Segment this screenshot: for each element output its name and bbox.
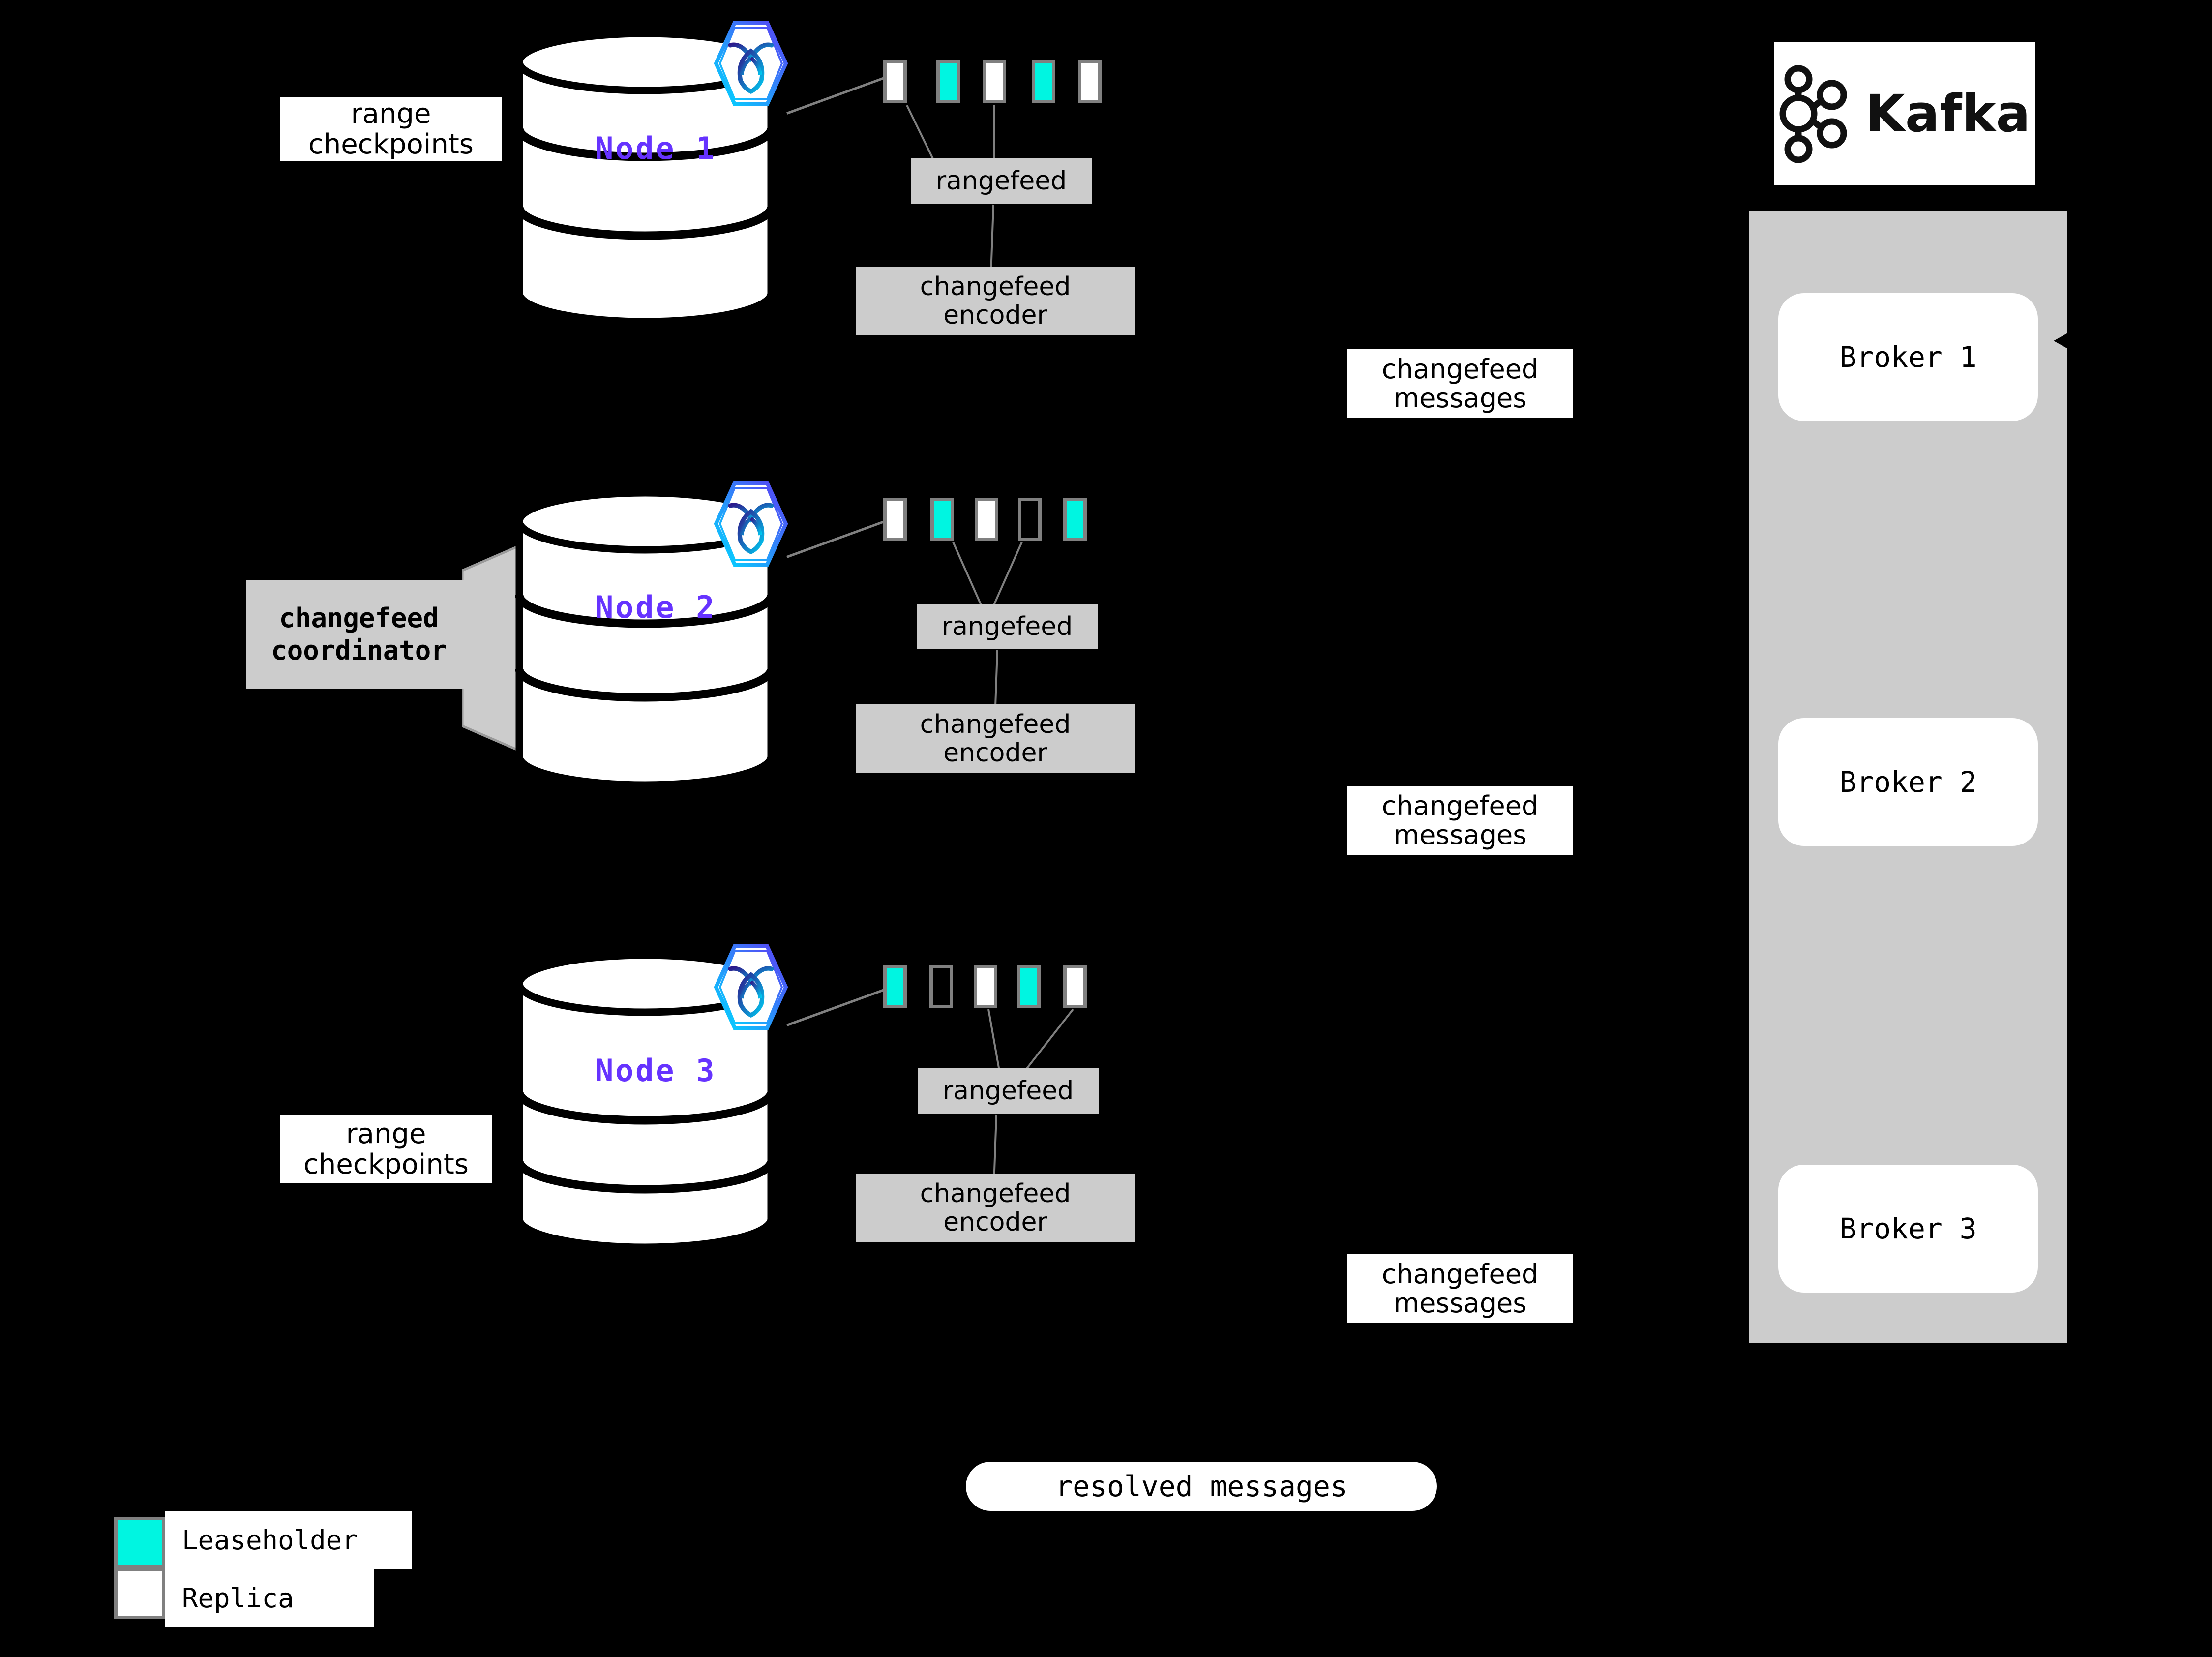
node-1-encoder-connector (990, 204, 994, 271)
range-checkpoints-line-2: checkpoints (308, 128, 474, 160)
node-3-changefeed-encoder-box[interactable]: changefeed encoder (856, 1174, 1135, 1242)
kafka-inbound-arrow-icon (2054, 324, 2083, 360)
legend-leaseholder-label: Leaseholder (182, 1524, 358, 1556)
node-3-encoder-line-2: encoder (943, 1207, 1047, 1237)
node-2-messages-line-2: messages (1393, 819, 1527, 850)
node-1-changefeed-encoder-box[interactable]: changefeed encoder (856, 267, 1135, 335)
kafka-broker-2-label: Broker 2 (1839, 765, 1977, 799)
kafka-wordmark: Kafka (1865, 84, 2031, 144)
node-1-rangefeed-label: rangefeed (935, 166, 1067, 196)
node-1-rangefeed-box[interactable]: rangefeed (911, 158, 1092, 204)
node-3-changefeed-messages-label: changefeed messages (1347, 1254, 1573, 1323)
node-2-range-box-3[interactable] (975, 498, 998, 541)
node-3-encoder-line-1: changefeed (920, 1178, 1071, 1208)
kafka-broker-1-label: Broker 1 (1839, 340, 1977, 374)
node-1-changefeed-messages-label: changefeed messages (1347, 349, 1573, 418)
node-3-rangefeed-box[interactable]: rangefeed (918, 1068, 1099, 1114)
node-1-encoder-line-2: encoder (943, 301, 1047, 330)
kafka-logo-icon (1779, 65, 1847, 163)
node-1-ranges-connector (786, 76, 886, 115)
node-3-range-box-5[interactable] (1063, 965, 1087, 1008)
node-1-range-checkpoints-label: range checkpoints (280, 97, 502, 161)
node-2-changefeed-coordinator-box[interactable]: changefeed coordinator (246, 580, 472, 689)
legend-replica-swatch (114, 1568, 165, 1619)
node-1-encoder-line-1: changefeed (920, 271, 1071, 301)
node-1-cockroachdb-hexagon-icon (707, 17, 795, 112)
node-3-rangefeed-label: rangefeed (942, 1076, 1074, 1106)
node-3-messages-line-1: changefeed (1381, 1258, 1539, 1290)
node-3-range-box-2[interactable] (929, 965, 953, 1008)
node-2-range-box-2[interactable] (930, 498, 954, 541)
kafka-broker-2[interactable]: Broker 2 (1778, 718, 2038, 846)
node-1-database-cylinder (515, 32, 775, 323)
node-1-range-box-2[interactable] (936, 60, 960, 103)
node-3-range-checkpoints-line-2: checkpoints (303, 1148, 469, 1180)
node-2-rangefeed-label: rangefeed (941, 611, 1073, 641)
node-2-messages-line-1: changefeed (1381, 790, 1539, 821)
legend-leaseholder-item: Leaseholder (165, 1511, 412, 1569)
node-2-changefeed-encoder-box[interactable]: changefeed encoder (856, 704, 1135, 773)
node-1-messages-line-2: messages (1393, 383, 1527, 414)
node-1-messages-line-1: changefeed (1381, 353, 1539, 385)
node-3-range-checkpoints-line-1: range (346, 1118, 426, 1150)
kafka-broker-1[interactable]: Broker 1 (1778, 293, 2038, 421)
legend-leaseholder-swatch (114, 1517, 165, 1568)
coordinator-line-2: coordinator (271, 635, 447, 666)
legend-replica-item: Replica (165, 1569, 374, 1627)
node-2-database-cylinder (515, 492, 775, 787)
resolved-messages-pill[interactable]: resolved messages (966, 1462, 1437, 1511)
node-1-label: Node 1 (595, 130, 717, 166)
node-3-range-checkpoints-label: range checkpoints (280, 1115, 492, 1183)
node-3-range-box-4[interactable] (1017, 965, 1041, 1008)
node-2-range-box-4[interactable] (1018, 498, 1042, 541)
node-2-rangefeed-box[interactable]: rangefeed (917, 604, 1098, 649)
range-checkpoints-line-1: range (351, 98, 431, 130)
node-1-range-box-1[interactable] (883, 60, 907, 103)
node-1-range-box-5[interactable] (1078, 60, 1102, 103)
node-1-range-box-3[interactable] (983, 60, 1006, 103)
legend-replica-label: Replica (182, 1582, 294, 1614)
coordinator-line-1: changefeed (279, 603, 439, 634)
node-3-messages-line-2: messages (1393, 1288, 1527, 1319)
node-2-changefeed-messages-label: changefeed messages (1347, 786, 1573, 855)
kafka-logo-panel: Kafka (1774, 42, 2035, 185)
node-2-label: Node 2 (595, 589, 717, 625)
node-2-encoder-line-1: changefeed (920, 709, 1071, 739)
node-2-encoder-line-2: encoder (943, 738, 1047, 768)
node-3-label: Node 3 (595, 1053, 717, 1088)
node-2-range-box-1[interactable] (883, 498, 907, 541)
kafka-broker-3-label: Broker 3 (1839, 1212, 1977, 1245)
node-2-range-box-5[interactable] (1063, 498, 1087, 541)
node-2-cockroachdb-hexagon-icon (707, 477, 795, 572)
node-3-range-box-3[interactable] (974, 965, 997, 1008)
node-3-range-box-1[interactable] (883, 965, 907, 1008)
node-1-range-box-4[interactable] (1032, 60, 1055, 103)
kafka-broker-3[interactable]: Broker 3 (1778, 1165, 2038, 1293)
node-2-ranges-connector (786, 519, 886, 558)
node-3-cockroachdb-hexagon-icon (707, 940, 795, 1036)
resolved-messages-label: resolved messages (1055, 1470, 1347, 1503)
node-3-database-cylinder (515, 954, 775, 1249)
node-3-ranges-connector (786, 988, 886, 1026)
node-3-encoder-connector (993, 1114, 997, 1179)
